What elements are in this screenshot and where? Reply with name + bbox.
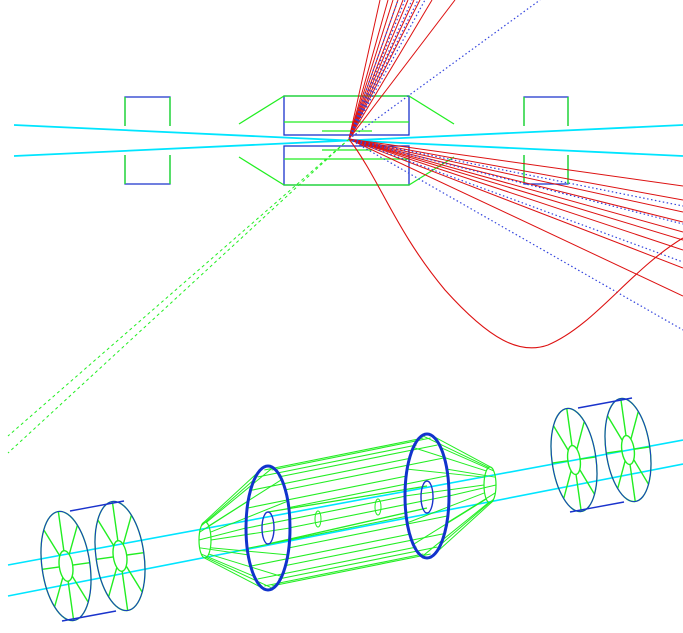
barrel-wire [278, 546, 438, 580]
track-line [348, 0, 415, 140]
track-line [348, 138, 683, 331]
barrel-wire [287, 475, 447, 509]
cone-tip [483, 466, 497, 504]
beam-line-3d [7, 439, 683, 597]
barrel-ring-highlight [244, 464, 292, 592]
inner-ring [420, 480, 434, 514]
central-detector [238, 95, 455, 186]
cone-wire [203, 467, 264, 523]
right-disk-detector [550, 397, 652, 513]
inner-ring [261, 511, 275, 545]
track-line [348, 0, 381, 140]
inner-ring [374, 498, 382, 516]
track-line [348, 0, 419, 140]
barrel-wire [251, 533, 412, 567]
cone-wire [199, 547, 249, 556]
track-line [348, 138, 683, 241]
cone-wire [413, 447, 487, 472]
cone-wire [201, 553, 255, 577]
track-line [348, 138, 683, 297]
cone-wire [206, 467, 274, 523]
barrel-wire [264, 553, 424, 587]
barrel-wire [283, 533, 444, 567]
inner-ring [314, 510, 322, 528]
barrel-wire [283, 457, 444, 491]
cone-wire [440, 498, 495, 545]
barrel-wire [271, 553, 431, 587]
barrel-wire [257, 444, 417, 478]
cone-wire [421, 435, 489, 468]
cone-wire [206, 557, 274, 589]
right-forward-detector [523, 96, 569, 185]
cone-tip [198, 521, 212, 559]
cone-wire [210, 500, 289, 533]
central-barrel [198, 432, 497, 592]
barrel-wire [251, 457, 412, 491]
track-line [348, 0, 541, 140]
track-line [348, 138, 683, 223]
secondary-tracks [7, 138, 350, 454]
cone-wire [413, 498, 487, 545]
cone-wire [404, 484, 485, 497]
curling-track [348, 138, 683, 349]
cone-wire [210, 547, 288, 556]
cone-wire [208, 553, 282, 577]
track-line [348, 138, 683, 187]
barrel-wire [264, 437, 424, 471]
track-line [348, 0, 404, 140]
track-line [348, 0, 406, 140]
charged-tracks [348, 0, 683, 297]
disk-face [40, 510, 92, 622]
cone-wire [440, 447, 494, 472]
track-line [348, 0, 413, 140]
inner-tube [267, 507, 428, 545]
cone-wire [431, 502, 492, 557]
disk-face [94, 500, 146, 612]
side-view [7, 0, 683, 454]
disk-face [550, 407, 598, 513]
barrel-wire [287, 515, 447, 549]
cone-wire [406, 492, 485, 524]
track-line [348, 0, 426, 140]
track-line [348, 0, 394, 140]
track-line [348, 138, 683, 263]
disk-face [604, 397, 652, 503]
barrel-wire [271, 437, 431, 471]
inner-tube [267, 485, 428, 513]
cone-wire [421, 502, 489, 557]
track-line [348, 0, 399, 140]
left-disk-detector [40, 500, 146, 622]
cone-wire [431, 435, 492, 468]
cone-wire [210, 527, 291, 541]
cone-wire [208, 479, 282, 527]
cone-wire [446, 468, 496, 478]
track-line [348, 0, 456, 140]
cone-wire [407, 468, 485, 478]
cone-wire [200, 479, 255, 527]
cone-wire [448, 484, 497, 497]
beam-line [13, 124, 683, 157]
track-line [348, 138, 683, 207]
cone-wire [198, 527, 247, 541]
track-line [348, 0, 421, 140]
left-forward-detector [124, 96, 171, 185]
barrel-wire [248, 475, 408, 509]
cone-wire [446, 492, 496, 524]
cone-wire [203, 557, 264, 589]
perspective-view [7, 397, 683, 622]
track-line [348, 0, 389, 140]
track-line [348, 0, 433, 140]
track-line [348, 138, 683, 233]
track-line [348, 138, 683, 201]
track-line [348, 138, 683, 225]
track-line [348, 138, 683, 213]
neutral-tracks [348, 0, 683, 331]
barrel-ring-highlight [403, 432, 451, 560]
track-line [348, 138, 683, 251]
track-line [348, 138, 683, 269]
